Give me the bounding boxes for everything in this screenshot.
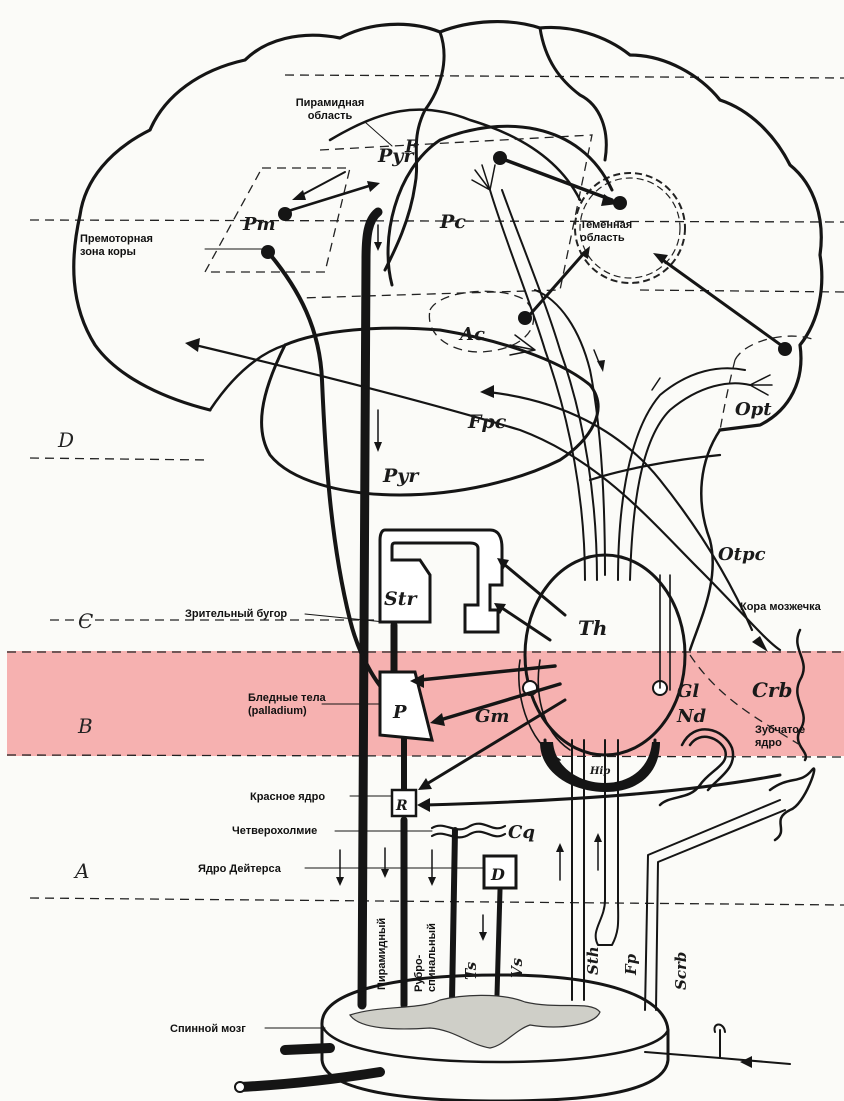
arrowhead <box>185 338 200 352</box>
abbr-ac: Ac <box>458 324 485 345</box>
pyramidal-tract-line <box>362 212 378 1005</box>
zone-label-c: C <box>78 609 93 633</box>
abbr-fpc: Fpc <box>467 411 507 433</box>
abbr-pyr-mid: Pyr <box>382 465 420 487</box>
abbr-r: R <box>395 798 408 814</box>
cortex-fold <box>540 28 606 160</box>
grey-matter <box>350 995 600 1048</box>
label-rubrospinal-tract: Рубро-спинальный <box>413 923 438 992</box>
abbr-pm: Pm <box>242 214 276 235</box>
abbr-str: Str <box>384 588 418 610</box>
cerebellar-wave <box>770 769 814 840</box>
abbr-f: F <box>404 137 419 157</box>
parietal-node <box>613 196 627 210</box>
abbr-pc: Pc <box>439 211 466 233</box>
pc-node <box>493 151 507 165</box>
abbr-otpc: Otpc <box>718 544 766 565</box>
tectospinal-tract-line <box>452 830 455 1000</box>
ac-node <box>518 311 532 325</box>
abbr-ts: Ts <box>462 961 480 980</box>
abbr-d: D <box>490 865 505 884</box>
premotor-descending-line <box>268 252 394 700</box>
scrb-tract <box>645 800 785 1010</box>
abbr-gl: Gl <box>677 681 699 702</box>
abbr-p: P <box>392 702 407 723</box>
temporal-fibre <box>590 455 720 480</box>
brainstem-outline <box>690 430 720 650</box>
quadrigemina-wave <box>432 832 505 838</box>
pm-node <box>278 207 292 221</box>
arrowhead <box>417 798 430 812</box>
arrowhead <box>292 190 306 200</box>
abbr-scrb: Scrb <box>672 952 690 990</box>
arrowhead <box>480 385 494 398</box>
label-red-nucleus: Красное ядро <box>250 791 325 803</box>
abbr-opt: Opt <box>735 399 772 420</box>
zone-label-b: B <box>77 714 93 738</box>
pyr-to-pm-arrow <box>300 172 345 196</box>
lateral-sulcus <box>210 345 285 410</box>
temporal-lobe-outline <box>262 328 598 495</box>
radiation-fan <box>510 335 535 355</box>
abbr-fp: Fp <box>622 953 640 976</box>
zone-label-d: D <box>57 428 74 452</box>
leader-lines <box>205 122 484 1028</box>
label-pyramidal-tract: Пирамидный <box>376 918 388 990</box>
label-thalamus: Зрительный бугор <box>185 608 287 620</box>
opt-node <box>778 342 792 356</box>
abbr-hip: Hip <box>589 766 610 777</box>
arrowhead <box>367 181 380 192</box>
abbr-vs: Vs <box>508 957 526 978</box>
radiation-fan <box>750 375 772 395</box>
pm-node <box>261 245 275 259</box>
abbr-gm: Gm <box>475 706 509 727</box>
label-cerebellar-cortex: Кора мозжечка <box>740 601 822 613</box>
radiation-fan <box>472 165 495 190</box>
abbr-crb: Crb <box>752 678 792 702</box>
zone-label-a: A <box>73 859 89 883</box>
quadrigemina-wave <box>432 824 505 830</box>
otpc-fibre <box>488 392 752 630</box>
striatum-shape <box>380 530 502 632</box>
vestibulospinal-tract-line <box>497 890 500 995</box>
abbr-nd: Nd <box>676 706 706 727</box>
opt-to-parietal-line <box>660 258 785 348</box>
label-quadrigemina: Четверохолмие <box>232 825 317 837</box>
arrowhead <box>740 1056 752 1068</box>
label-spinal-cord: Спинной мозг <box>170 1023 246 1035</box>
label-premotor-zone: Премоторнаязона коры <box>80 233 153 258</box>
thalamic-radiation-mid <box>535 290 605 575</box>
abbr-th: Th <box>578 616 607 640</box>
ac-to-parietal-line <box>527 252 585 318</box>
abbr-cq: Cq <box>508 822 535 843</box>
arrowhead <box>418 778 432 790</box>
abbr-sth: Sth <box>584 946 602 975</box>
label-deiters-nucleus: Ядро Дейтерса <box>198 863 282 875</box>
